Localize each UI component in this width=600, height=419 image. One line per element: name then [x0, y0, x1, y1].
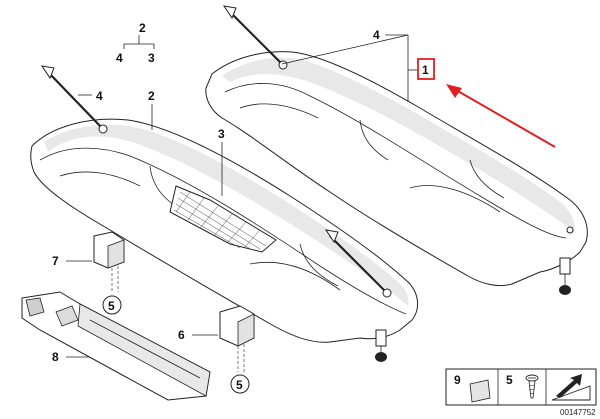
shelf-left-contour-2: [249, 261, 341, 291]
red-arrow-icon: [446, 84, 462, 98]
strip-8-end-block: [25, 297, 45, 317]
label-part-6: 6: [178, 328, 185, 342]
shelf-right-contour-2: [409, 185, 501, 213]
label-part-7: 7: [52, 254, 59, 268]
legend-label-5: 5: [506, 373, 513, 387]
red-arrow-shaft: [455, 89, 556, 148]
callouts-right: 4 1: [281, 28, 556, 148]
legend-label-9: 9: [454, 373, 461, 387]
label-part-4-cord-right: 4: [373, 28, 380, 42]
label-part-2-top: 2: [139, 21, 146, 35]
shelf-left-edge-line: [39, 147, 407, 315]
screw-icon: [525, 374, 539, 399]
label-part-5-b: 5: [236, 378, 243, 392]
label-part-5-a: 5: [108, 299, 115, 313]
legend-box: 9 5 00147752: [445, 368, 597, 417]
cord-right-top-tip: [222, 5, 237, 20]
parcel-shelf-left: [30, 65, 418, 362]
speaker-mesh-grid: [173, 191, 267, 251]
shelf-right-peg: [559, 257, 571, 275]
strip-8-face: [77, 303, 211, 397]
label-part-3-mesh: 3: [218, 127, 225, 141]
diagram-number: 00147752: [560, 408, 596, 417]
screw-ref-circle-b: [230, 374, 250, 394]
cord-left-top-tip: [40, 65, 55, 80]
leader-4-right-to-cord: [281, 34, 409, 65]
cord-left-top: [47, 71, 103, 129]
cord-left-bottom-grommet: [382, 288, 392, 298]
foam-pad-icon: [469, 379, 491, 403]
shelf-right-knob: [559, 285, 571, 295]
label-part-8: 8: [52, 350, 59, 364]
clip-7-side: [107, 239, 125, 269]
parcel-shelf-right: [205, 5, 588, 295]
screw-ref-circle-a: [102, 295, 122, 315]
shelf-left-knob: [375, 352, 387, 362]
shelf-left-peg: [375, 329, 387, 347]
wedge-arrow-icon: [551, 374, 591, 401]
cord-left-top-grommet: [98, 124, 108, 134]
shelf-left-contour-4: [299, 243, 339, 287]
shelf-right-contour-4: [469, 159, 505, 199]
strip-8-clip: [55, 305, 79, 327]
callouts-left: 4 2 3: [78, 89, 225, 196]
assembly-breakdown: 2 4 3: [116, 21, 155, 65]
shelf-right-contour-1: [239, 103, 319, 119]
strip-8-groove: [89, 319, 201, 379]
cord-left-bottom: [329, 235, 387, 293]
label-part-4-cord-left: 4: [96, 89, 103, 103]
shelf-right-edge-line: [224, 83, 567, 239]
label-part-1: 1: [422, 63, 429, 77]
part-1-highlight-box: [417, 58, 435, 80]
part-7-clip: 7 5: [52, 231, 125, 315]
label-part-3-top: 3: [148, 51, 155, 65]
cord-right-top-grommet: [278, 60, 288, 70]
label-part-4-top: 4: [116, 51, 123, 65]
part-8-trim-strip: 8: [21, 291, 211, 401]
label-part-2-left: 2: [148, 89, 155, 103]
cord-right-top: [229, 11, 283, 65]
part-6-clip: 6 5: [178, 305, 255, 394]
clip-6-side: [237, 313, 255, 347]
cord-left-bottom-tip: [324, 229, 339, 244]
shelf-right-screw-hole: [566, 226, 574, 234]
shelf-right-contour-3: [359, 119, 389, 161]
shelf-left-contour-1: [59, 171, 141, 187]
